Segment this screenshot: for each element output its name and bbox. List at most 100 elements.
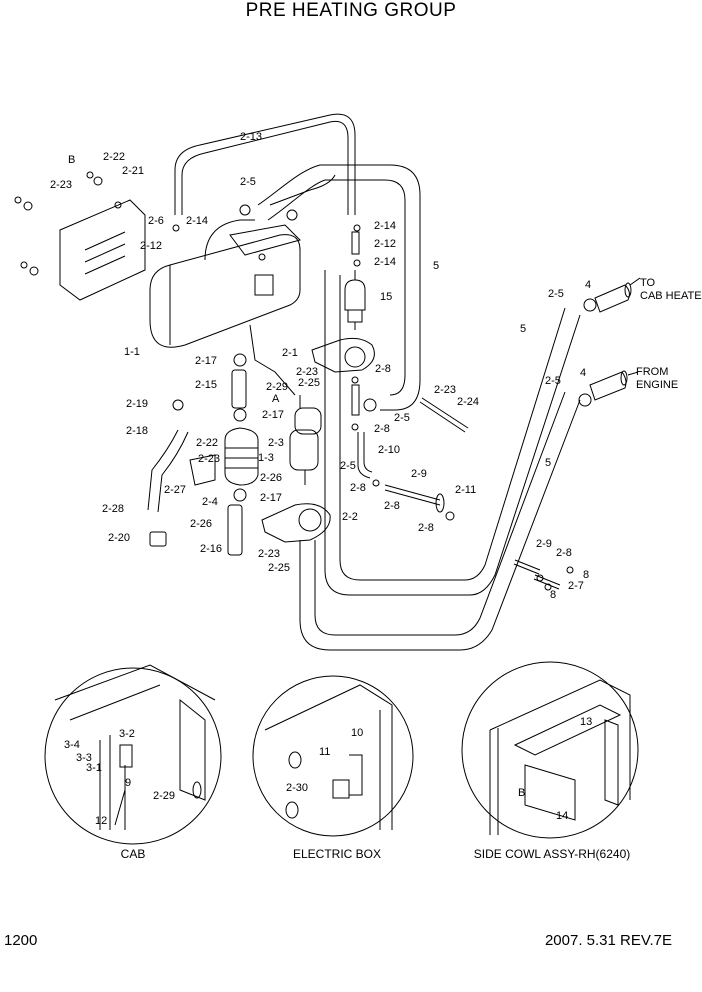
caption-electric-box: ELECTRIC BOX: [292, 847, 382, 861]
fitting-2-9: [513, 559, 541, 575]
connector-to-cab-heater: [594, 282, 632, 313]
solenoid-valve-15: [344, 231, 366, 330]
hose-2-15: [231, 369, 247, 409]
part-label: 3-3: [76, 752, 92, 764]
part-label: 2-23: [434, 384, 456, 396]
return-hose-inner: [314, 391, 566, 636]
flow-leader-from: [627, 371, 639, 376]
bracket-2-4: [189, 454, 216, 486]
part-label: 2-25: [298, 377, 320, 389]
part-label: 2-8: [374, 423, 390, 435]
part-label: 2-17: [262, 409, 284, 421]
part-label: 2-14: [374, 256, 396, 268]
page-title: PRE HEATING GROUP: [245, 0, 457, 21]
part-label: 8: [583, 569, 589, 581]
part-label: 2-9: [536, 538, 552, 550]
part-label: 2-26: [260, 472, 282, 484]
part-label: 2-5: [548, 288, 564, 300]
part-label: 4: [585, 279, 591, 291]
detail-circle-electric-box: [252, 675, 414, 837]
part-label: 2-14: [186, 215, 208, 227]
part-label: 2-6: [148, 215, 164, 227]
part-label: 2-22: [196, 437, 218, 449]
part-label: 14: [556, 810, 568, 822]
part-label: 2-23: [258, 548, 280, 560]
part-label: 2-29: [153, 790, 175, 802]
hose-2-16: [227, 504, 243, 556]
part-label: 2-25: [268, 562, 290, 574]
part-label: 2-11: [455, 484, 476, 496]
page-number: 1200: [4, 932, 38, 949]
hose-2-10: [357, 432, 373, 479]
flow-from-label-2: ENGINE: [636, 379, 678, 391]
part-label: 2-27: [164, 484, 186, 496]
part-label: 2-19: [126, 398, 148, 410]
part-label: 2-9: [411, 468, 427, 480]
cap-2-20: [149, 531, 167, 547]
part-label: 9: [125, 777, 131, 789]
part-label: B: [518, 787, 525, 799]
part-label: 2-8: [384, 500, 400, 512]
thin-pipe-2-13: [174, 113, 356, 215]
part-label: 2-17: [195, 355, 217, 367]
part-label: 15: [380, 291, 392, 303]
flow-to-label-2: CAB HEATER: [640, 290, 702, 302]
part-label: 2-5: [394, 412, 410, 424]
caption-cab: CAB: [120, 847, 146, 861]
part-label: 3-4: [64, 739, 80, 751]
part-labels: 2-132-22B2-212-232-62-52-142-121-12-172-…: [50, 131, 592, 827]
part-label: 1-3: [258, 452, 274, 464]
thin-pipe-2-13b: [181, 120, 349, 215]
bolt-2-24: [419, 397, 469, 433]
heater-unit: [149, 224, 301, 348]
connector-from-engine: [589, 370, 628, 401]
part-label: 2-15: [195, 379, 217, 391]
part-label: 2-2: [342, 511, 358, 523]
detail-circle-side-cowl: [461, 661, 639, 839]
part-label: 2-16: [200, 543, 222, 555]
part-label: 1-1: [124, 346, 140, 358]
hose-2-12-right: [351, 384, 360, 416]
part-label: 13: [580, 716, 592, 728]
mounting-bracket: [59, 199, 146, 301]
wire-2-29: [249, 324, 296, 396]
supply-hose-outer: [324, 270, 581, 596]
part-label: 2-3: [268, 437, 284, 449]
coolant-hose-loop-inner: [267, 179, 406, 396]
part-label: 4: [580, 367, 586, 379]
part-label: 2-1: [282, 347, 298, 359]
caption-side-cowl: SIDE COWL ASSY-RH(6240): [473, 847, 631, 861]
part-label: 2-22: [103, 151, 125, 163]
upper-hose-a: [204, 219, 255, 261]
part-label: 2-29: [266, 381, 288, 393]
return-hose-outer: [299, 399, 581, 651]
part-label: 2-26: [190, 518, 212, 530]
part-label: 2-5: [545, 375, 561, 387]
part-label: 2-8: [418, 522, 434, 534]
part-label: B: [68, 154, 75, 166]
fitting-2-11: [384, 484, 441, 506]
part-label: 2-5: [240, 176, 256, 188]
supply-hose-inner: [339, 275, 566, 581]
part-label: 2-23: [198, 453, 220, 465]
part-label: 3-2: [119, 728, 135, 740]
clamp-2-2: [261, 503, 331, 543]
part-label: 2-30: [286, 782, 308, 794]
part-label: 2-7: [568, 580, 584, 592]
part-label: 10: [351, 727, 363, 739]
clamp-2-1: [311, 337, 375, 373]
part-label: 11: [319, 746, 330, 758]
part-label: 2-10: [378, 444, 400, 456]
part-label: 2-17: [260, 492, 282, 504]
coolant-hose-loop: [257, 164, 421, 411]
part-label: 5: [520, 323, 526, 335]
flow-labels: TO CAB HEATER FROM ENGINE A: [272, 277, 702, 405]
upper-hose-b: [269, 174, 336, 206]
part-label: 2-18: [126, 425, 148, 437]
part-label: 2-8: [556, 547, 572, 559]
hose-2-18: [147, 429, 189, 513]
revision-date: 2007. 5.31 REV.7E: [544, 932, 672, 949]
flow-from-label-1: FROM: [636, 366, 668, 378]
flow-to-label-1: TO: [640, 277, 656, 289]
